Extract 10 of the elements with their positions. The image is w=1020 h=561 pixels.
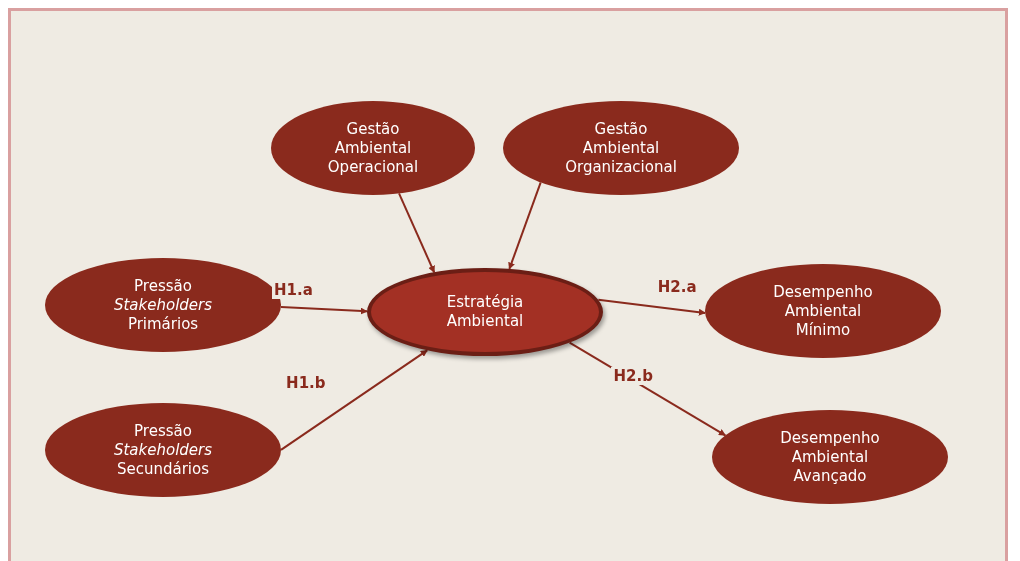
node-label: Gestão Ambiental Operacional	[326, 119, 420, 177]
arrow	[508, 181, 542, 270]
node-label: Estratégia Ambiental	[445, 293, 525, 331]
node-label: Pressão Stakeholders Primários	[112, 276, 214, 334]
node-label: Desempenho Ambiental Mínimo	[772, 282, 874, 340]
node-label: Pressão Stakeholders Secundários	[112, 421, 214, 479]
arrow	[279, 306, 368, 315]
edge-label: H1.a	[271, 281, 315, 300]
node-label: Gestão Ambiental Organizacional	[564, 119, 678, 177]
node-label: Desempenho Ambiental Avançado	[779, 428, 881, 486]
